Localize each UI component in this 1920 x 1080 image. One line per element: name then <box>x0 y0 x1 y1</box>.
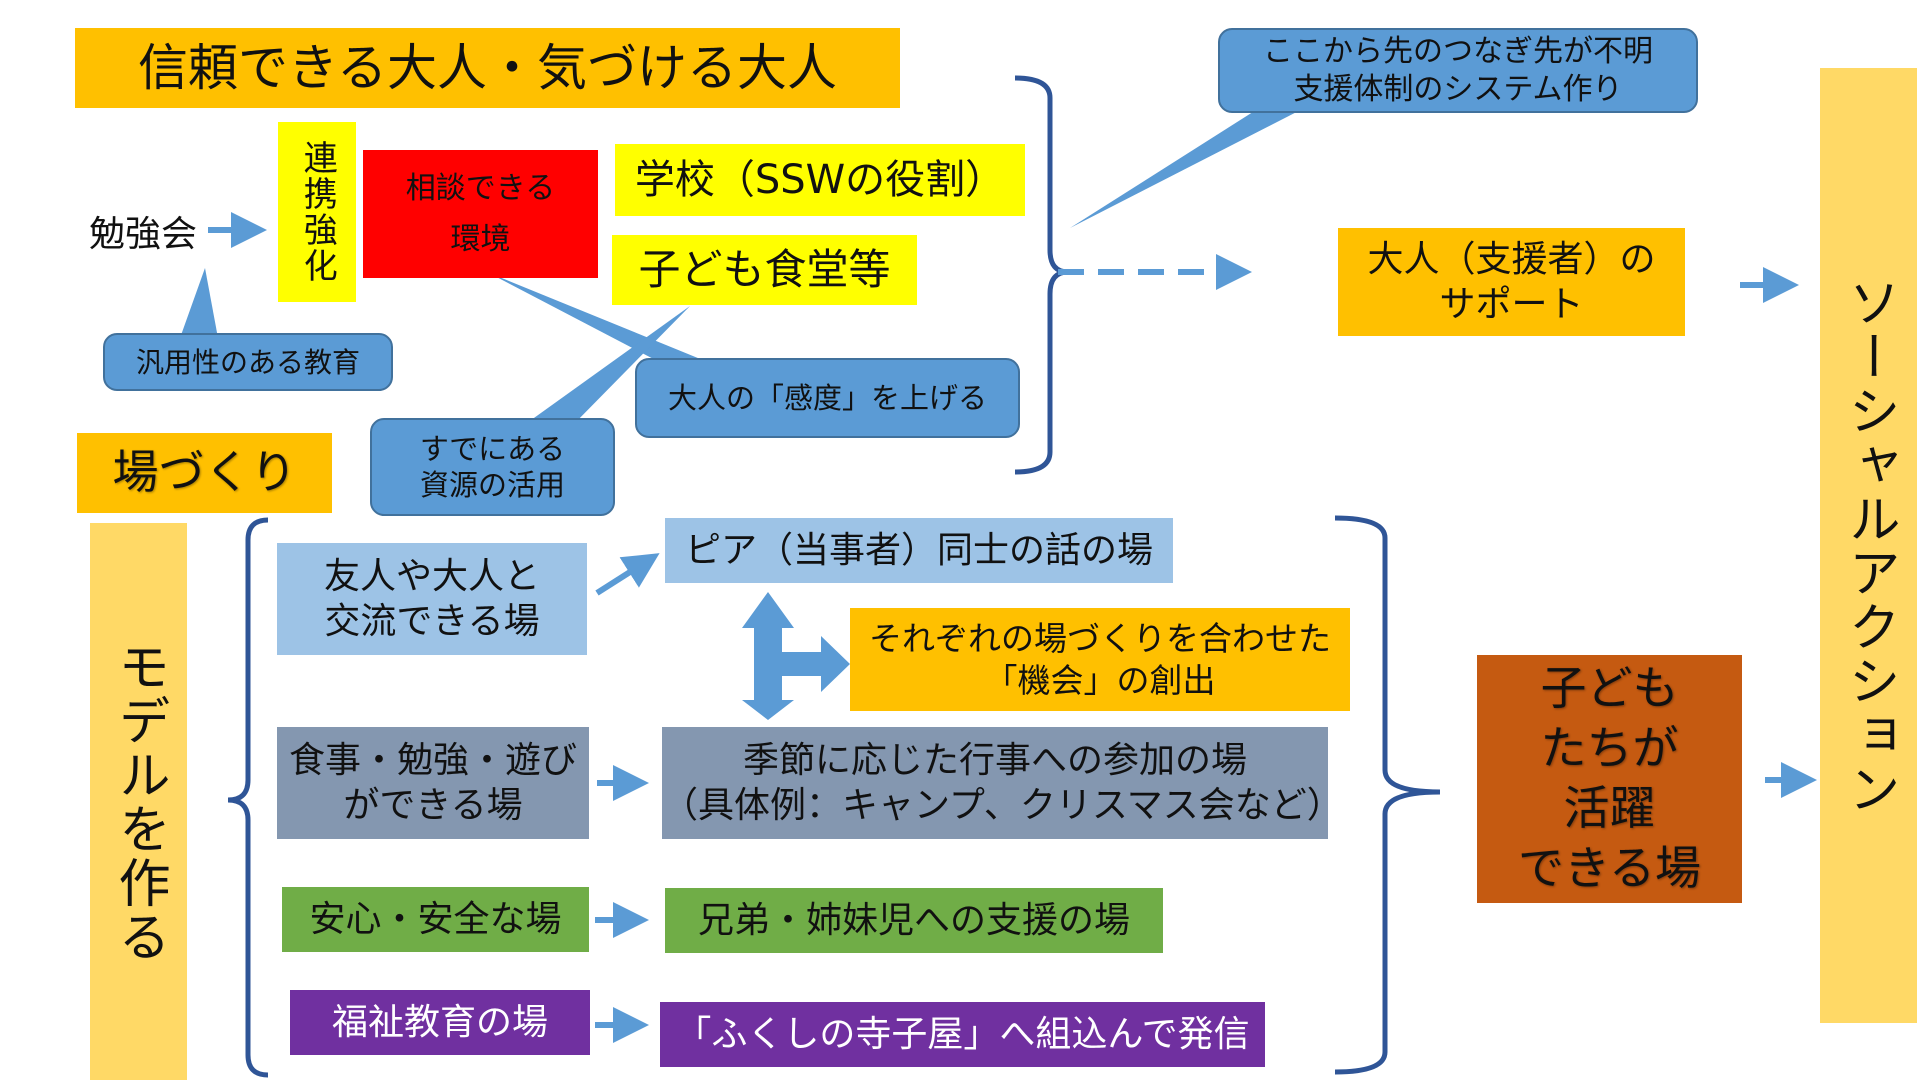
place-exchange-line1: 友人や大人と <box>323 556 540 597</box>
social-action-box: ソーシャルアクション <box>1820 68 1917 1023</box>
place-safe-text: 安心・安全な場 <box>309 899 562 940</box>
place-meal-line1: 食事・勉強・遊び <box>288 740 577 781</box>
terakoya-box: 「ふくしの寺子屋」へ組込んで発信 <box>660 1002 1265 1067</box>
callout-support-system: ここから先のつなぎ先が不明 支援体制のシステム作り <box>1218 28 1698 113</box>
kids-active-line1: 子ども <box>1540 661 1679 716</box>
title-trusted-adults: 信頼できる大人・気づける大人 <box>75 28 900 108</box>
kids-cafe-box: 子ども食堂等 <box>612 235 917 305</box>
opportunity-box: それぞれの場づくりを合わせた 「機会」の創出 <box>850 608 1350 711</box>
sibling-support-text: 兄弟・姉妹児への支援の場 <box>697 900 1130 941</box>
callout-system-line1: ここから先のつなぎ先が不明 <box>1263 34 1653 69</box>
seasonal-events-box: 季節に応じた行事への参加の場 （具体例：キャンプ、クリスマス会など） <box>662 727 1343 839</box>
bottom-right-brace <box>1334 515 1441 1075</box>
place-welfare-text: 福祉教育の場 <box>331 1002 548 1043</box>
callout-raise-sensitivity: 大人の「感度」を上げる <box>635 358 1020 438</box>
seasonal-line2: （具体例：キャンプ、クリスマス会など） <box>662 785 1343 826</box>
callout-general-text: 汎用性のある教育 <box>135 345 360 379</box>
make-model-text: モデルを作る <box>109 639 169 964</box>
callout-resources-line1: すでにある <box>419 431 566 466</box>
collab-text: 連携強化 <box>297 140 338 284</box>
place-meal-study-play-box: 食事・勉強・遊び ができる場 <box>277 727 589 839</box>
three-way-arrow <box>742 592 850 720</box>
title-text: 信頼できる大人・気づける大人 <box>138 38 837 97</box>
callout-tail-resources <box>520 306 690 428</box>
place-meal-line2: ができる場 <box>343 785 523 826</box>
terakoya-text: 「ふくしの寺子屋」へ組込んで発信 <box>675 1014 1250 1055</box>
peer-talk-text: ピア（当事者）同士の話の場 <box>684 530 1153 571</box>
support-line2: サポート <box>1439 284 1584 325</box>
kids-cafe-text: 子ども食堂等 <box>638 244 891 294</box>
place-exchange-box: 友人や大人と 交流できる場 <box>277 543 587 655</box>
consult-env-box: 相談できる 環境 <box>363 150 598 278</box>
sibling-support-box: 兄弟・姉妹児への支援の場 <box>665 888 1163 953</box>
place-safe-box: 安心・安全な場 <box>282 887 589 952</box>
opportunity-line2: 「機会」の創出 <box>984 660 1216 700</box>
callout-tail-system <box>1070 98 1320 228</box>
callout-general-education: 汎用性のある教育 <box>103 333 393 391</box>
callout-existing-resources: すでにある 資源の活用 <box>370 418 615 516</box>
seasonal-line1: 季節に応じた行事への参加の場 <box>742 740 1247 781</box>
callout-tail-sensitivity <box>487 272 715 365</box>
school-box: 学校（SSWの役割） <box>615 144 1025 216</box>
callout-sensitivity-text: 大人の「感度」を上げる <box>667 380 987 415</box>
school-text: 学校（SSWの役割） <box>634 157 1006 203</box>
consult-line2: 環境 <box>450 222 511 257</box>
callout-tail-general <box>180 268 218 338</box>
place-making-box: 場づくり <box>77 433 332 513</box>
place-exchange-line2: 交流できる場 <box>324 601 540 642</box>
study-group-text: 勉強会 <box>88 214 197 255</box>
study-group-label: 勉強会 <box>78 203 208 259</box>
kids-active-line4: できる場 <box>1517 840 1702 895</box>
arrow-row1 <box>595 553 660 596</box>
opportunity-line1: それぞれの場づくりを合わせた <box>869 619 1331 659</box>
social-action-text: ソーシャルアクション <box>1839 275 1899 816</box>
kids-active-line3: 活躍 <box>1563 781 1656 835</box>
callout-resources-line2: 資源の活用 <box>419 468 565 502</box>
kids-active-box: 子ども たちが 活躍 できる場 <box>1477 655 1742 903</box>
adult-support-box: 大人（支援者）の サポート <box>1338 228 1685 336</box>
kids-active-line2: たちが <box>1540 721 1679 776</box>
place-welfare-education-box: 福祉教育の場 <box>290 990 590 1055</box>
collab-box: 連携強化 <box>278 122 356 302</box>
callout-system-line2: 支援体制のシステム作り <box>1293 71 1623 107</box>
place-making-text: 場づくり <box>112 445 297 500</box>
peer-talk-box: ピア（当事者）同士の話の場 <box>665 518 1173 583</box>
support-line1: 大人（支援者）の <box>1367 239 1656 280</box>
consult-line1: 相談できる <box>405 170 556 206</box>
make-model-box: モデルを作る <box>90 523 187 1080</box>
bottom-left-brace <box>227 517 269 1078</box>
